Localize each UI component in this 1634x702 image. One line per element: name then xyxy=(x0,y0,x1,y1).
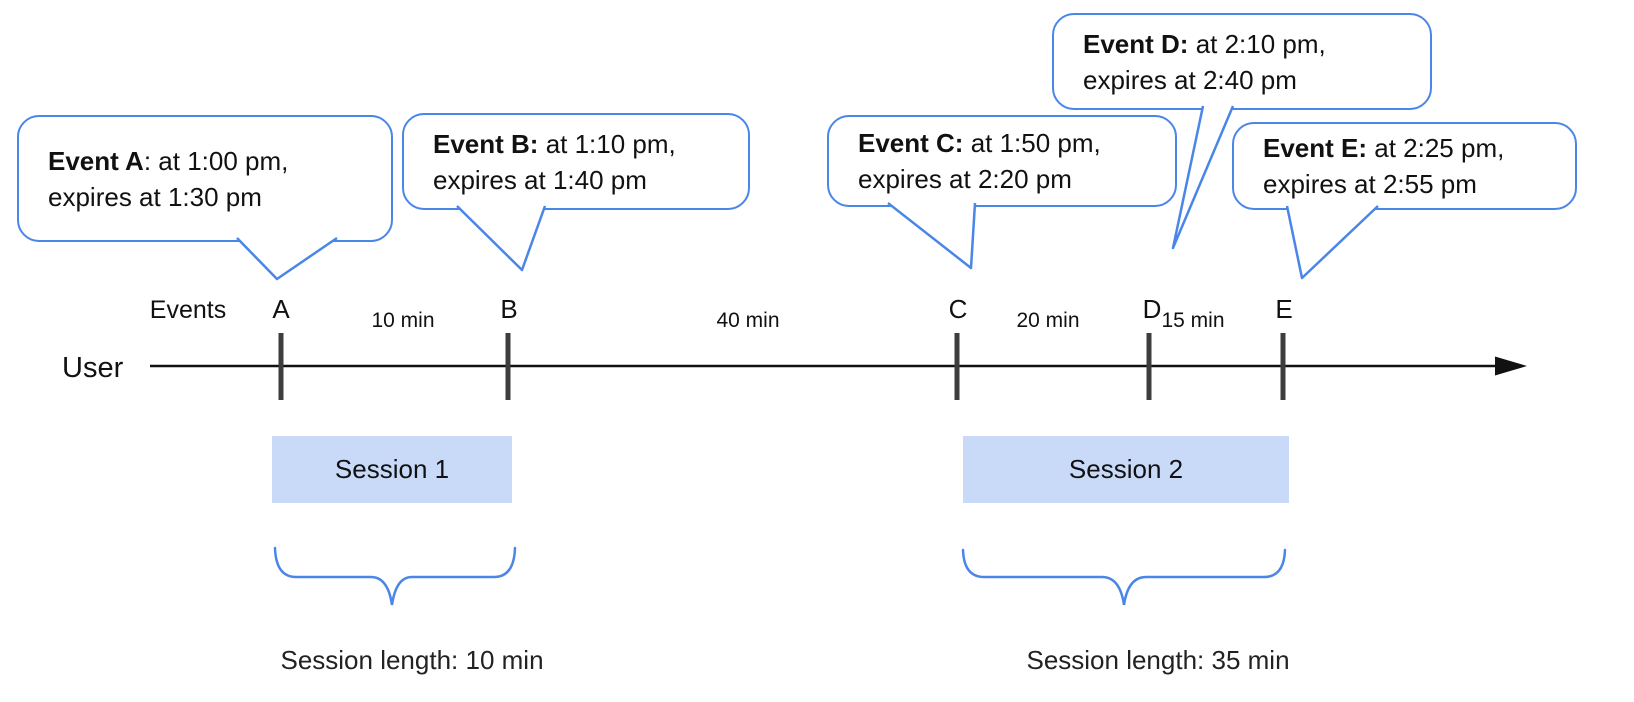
tick-label-a: A xyxy=(272,294,290,324)
session-1-box: Session 1 xyxy=(272,436,512,503)
event-c-callout: Event C: at 1:50 pm, expires at 2:20 pm xyxy=(827,115,1177,207)
user-row-label: User xyxy=(62,352,124,384)
tick-label-c: C xyxy=(948,294,968,324)
events-row-label: Events xyxy=(149,296,227,324)
event-e-line1: Event E: at 2:25 pm, xyxy=(1263,133,1505,163)
gap-label-c-d: 20 min xyxy=(1016,309,1080,332)
event-d-callout-tail xyxy=(1171,105,1235,250)
session-2-length-label: Session length: 35 min xyxy=(1026,645,1290,675)
session-2-box: Session 2 xyxy=(963,436,1289,503)
event-e-callout: Event E: at 2:25 pm, expires at 2:55 pm xyxy=(1232,122,1577,210)
event-e-line2: expires at 2:55 pm xyxy=(1263,169,1477,199)
tick-label-d: D xyxy=(1142,294,1162,324)
event-a-callout-tail xyxy=(236,236,338,281)
event-c-line2: expires at 2:20 pm xyxy=(858,164,1072,194)
event-b-callout-tail xyxy=(456,205,547,272)
event-a-line2: expires at 1:30 pm xyxy=(48,181,262,212)
event-d-callout: Event D: at 2:10 pm, expires at 2:40 pm xyxy=(1052,13,1432,110)
event-c-line1: Event C: at 1:50 pm, xyxy=(858,128,1101,158)
session-1-brace xyxy=(273,546,517,606)
session-2-brace xyxy=(961,548,1287,606)
gap-label-d-e: 15 min xyxy=(1161,309,1225,332)
event-a-line1: Event A: at 1:00 pm, xyxy=(48,145,289,176)
event-b-line1: Event B: at 1:10 pm, xyxy=(433,128,676,159)
event-b-callout: Event B: at 1:10 pm, expires at 1:40 pm xyxy=(402,113,750,210)
session-1-label: Session 1 xyxy=(334,454,450,484)
event-d-line2: expires at 2:40 pm xyxy=(1083,64,1297,95)
event-a-callout: Event A: at 1:00 pm, expires at 1:30 pm xyxy=(17,115,393,242)
event-b-line2: expires at 1:40 pm xyxy=(433,164,647,195)
event-c-callout-tail xyxy=(887,202,977,270)
tick-label-e: E xyxy=(1275,294,1293,324)
event-e-callout-tail xyxy=(1285,205,1379,280)
event-d-line1: Event D: at 2:10 pm, xyxy=(1083,28,1326,59)
timeline-arrowhead-icon xyxy=(1495,356,1527,376)
gap-label-a-b: 10 min xyxy=(371,309,435,332)
session-2-label: Session 2 xyxy=(1068,454,1184,484)
gap-label-b-c: 40 min xyxy=(716,309,780,332)
tick-label-b: B xyxy=(500,294,518,324)
session-1-length-label: Session length: 10 min xyxy=(280,645,544,675)
